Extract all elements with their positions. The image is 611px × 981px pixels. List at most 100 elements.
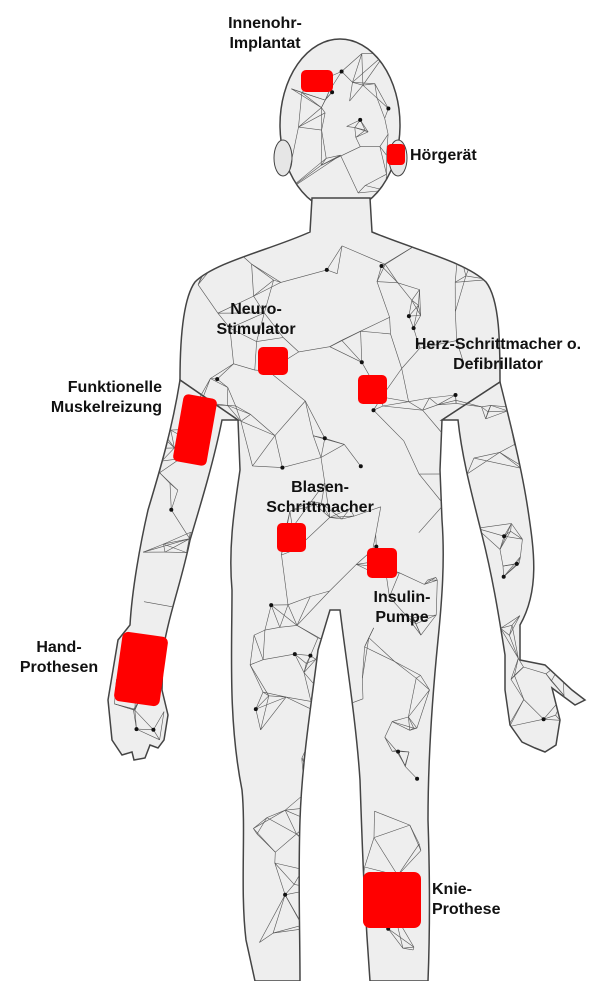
mesh-line [303,844,310,869]
mesh-line [190,532,219,536]
mesh-node [360,360,364,364]
mesh-line [146,413,149,449]
mesh-line [305,765,312,794]
mesh-node [454,393,458,397]
mesh-node [169,508,173,512]
marker-hand-prothesen [113,631,168,707]
mesh-node [280,466,284,470]
mesh-line [528,470,529,474]
mesh-line [444,474,467,505]
mesh-line [319,790,322,806]
mesh-line [309,821,311,844]
mesh-node [396,750,400,754]
label-line: Prothesen [4,658,114,678]
label-line: Herz-Schrittmacher o. [386,335,610,355]
label-line: Pumpe [362,608,442,628]
mesh-line [219,242,220,260]
marker-insulin-pumpe [367,548,397,578]
mesh-node [340,70,344,74]
mesh-node [319,856,323,860]
mesh-line [187,553,199,586]
mesh-node [135,727,139,731]
mesh-node [283,190,287,194]
label-line: Stimulator [200,320,312,340]
label-line: Knie- [432,880,500,900]
label-line: Funktionelle [20,378,162,398]
mesh-line [315,858,321,889]
label-knie-prothese: Knie- Prothese [432,880,500,920]
mesh-line [187,536,220,552]
label-hoergeraet: Hörgerät [410,146,477,166]
mesh-node [502,575,506,579]
label-hand-prothesen: Hand- Prothesen [4,638,114,678]
mesh-line [311,806,322,821]
mesh-node [325,268,329,272]
label-line: Innenohr- [220,14,310,34]
mesh-line [146,449,162,461]
mesh-line [560,696,564,721]
label-line: Hand- [4,638,114,658]
label-insulin-pumpe: Insulin- Pumpe [362,588,442,628]
mesh-line [305,916,321,929]
mesh-line [311,701,322,714]
mesh-node [283,893,287,897]
label-line: Insulin- [362,588,442,608]
label-line: Implantat [220,34,310,54]
mesh-line [315,889,321,916]
mesh-line [303,869,315,888]
label-muskelreizung: Funktionelle Muskelreizung [20,378,162,418]
mesh-node [407,314,411,318]
mesh-node [515,562,519,566]
label-line: Hörgerät [410,146,477,166]
mesh-line [217,240,240,254]
marker-neuro-stimulator [258,347,288,375]
mesh-line [206,242,220,265]
label-line: Prothese [432,900,500,920]
mesh-line [309,844,321,858]
label-line: Blasen- [242,478,398,498]
mesh-line [190,539,214,555]
mesh-line [305,790,319,793]
marker-herz-schrittmacher [358,375,387,404]
mesh-line [206,240,218,264]
mesh-line [179,585,198,608]
mesh-line [417,245,459,247]
mesh-node [372,408,376,412]
mesh-line [458,245,478,247]
mesh-line [214,536,220,554]
mesh-line [478,245,489,280]
mesh-node [254,707,258,711]
mesh-node [380,264,384,268]
mesh-line [146,428,154,448]
label-innenohr-implantat: Innenohr- Implantat [220,14,310,54]
mesh-line [198,555,213,586]
mesh-node [308,654,312,658]
mesh-node [358,118,362,122]
label-neuro-stimulator: Neuro- Stimulator [200,300,312,340]
mesh-node [502,534,506,538]
label-blasen-schrittmacher: Blasen- Schrittmacher [242,478,398,518]
mesh-node [415,777,419,781]
mesh-line [302,925,305,928]
mesh-line [302,916,321,926]
mesh-line [198,585,203,588]
mesh-line [206,260,219,265]
mesh-line [508,409,530,411]
label-line: Neuro- [200,300,312,320]
mesh-node [269,603,273,607]
mesh-node [386,107,390,111]
mesh-line [190,536,220,538]
mesh-line [312,765,319,791]
mesh-line [514,409,529,445]
mesh-node [323,436,327,440]
mesh-line [305,794,322,807]
mesh-node [542,717,546,721]
mesh-node [412,326,416,330]
mesh-node [293,652,297,656]
marker-hoergeraet [387,144,405,165]
mesh-line [444,505,477,529]
marker-innenohr-implantat [301,70,333,92]
label-line: Schrittmacher [242,498,398,518]
marker-blasen-schrittmacher [277,523,306,552]
